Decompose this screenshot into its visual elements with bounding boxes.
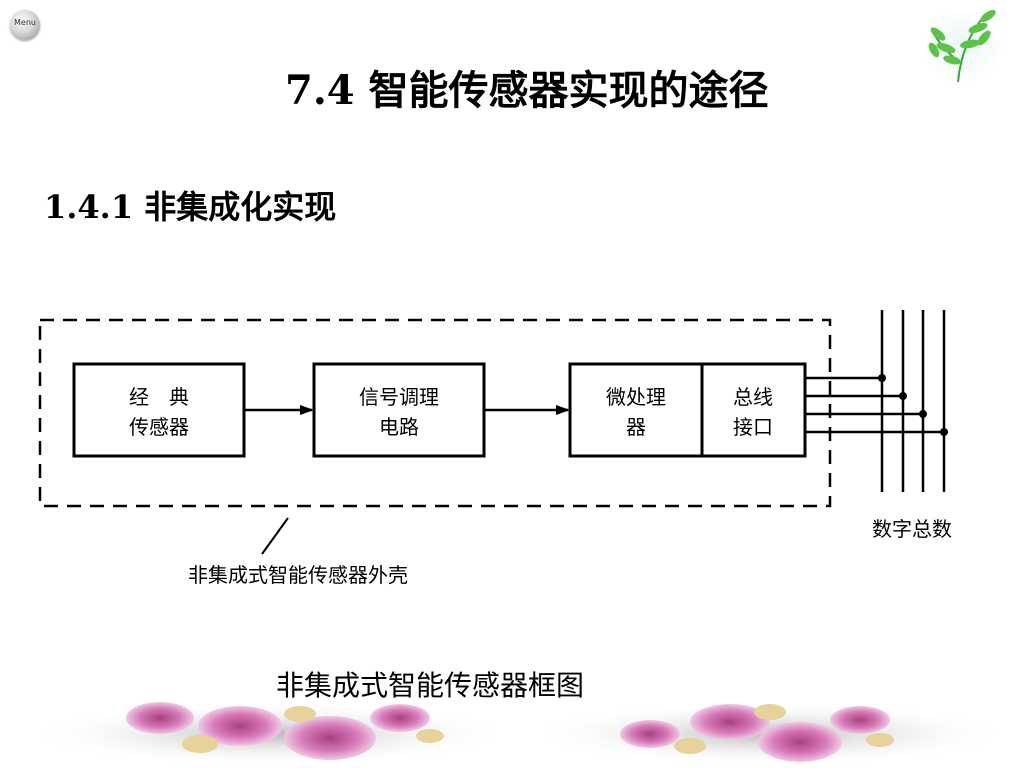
block-classic-sensor bbox=[72, 362, 246, 458]
menu-button[interactable]: Menu bbox=[10, 10, 40, 40]
green-leaf-sprig-icon bbox=[923, 8, 1003, 84]
block-microprocessor-line1: 微处理 bbox=[606, 385, 666, 409]
section-heading: 1.4.1 非集成化实现 bbox=[44, 182, 336, 228]
flower-decoration bbox=[30, 702, 1010, 766]
section-number: 1.4.1 bbox=[44, 188, 134, 226]
rose-cluster-left bbox=[126, 702, 444, 760]
block-diagram: 经 典 传感器 信号调理 电路 微处理 器 总线 接口 非集成式智能传感器外壳 … bbox=[38, 310, 952, 587]
menu-label: Menu bbox=[14, 18, 36, 27]
rose-cluster-right bbox=[620, 704, 894, 762]
block-bus-interface-line1: 总线 bbox=[733, 385, 773, 409]
block-processor-interface bbox=[568, 362, 807, 458]
housing-label-leader bbox=[261, 517, 289, 555]
section-text: 非集成化实现 bbox=[144, 188, 337, 226]
bus-connections bbox=[805, 376, 944, 434]
bus-junction-dots bbox=[878, 374, 948, 436]
figure-caption: 非集成式智能传感器框图 bbox=[276, 669, 585, 702]
block-bus-interface-line2: 接口 bbox=[733, 415, 773, 439]
housing-label: 非集成式智能传感器外壳 bbox=[188, 563, 408, 587]
bus-label: 数字总数 bbox=[872, 517, 952, 541]
digital-bus-lines bbox=[880, 310, 946, 492]
block-signal-conditioning-line1: 信号调理 bbox=[359, 385, 439, 409]
slide-title: 7.4 智能传感器实现的途径 bbox=[285, 67, 769, 114]
block-classic-sensor-line1: 经 典 bbox=[129, 385, 189, 409]
housing-dashed-outline bbox=[38, 318, 832, 508]
block-microprocessor-line2: 器 bbox=[626, 415, 646, 439]
block-signal-conditioning bbox=[312, 362, 486, 458]
block-signal-conditioning-line2: 电路 bbox=[379, 415, 419, 439]
block-classic-sensor-line2: 传感器 bbox=[129, 415, 189, 439]
